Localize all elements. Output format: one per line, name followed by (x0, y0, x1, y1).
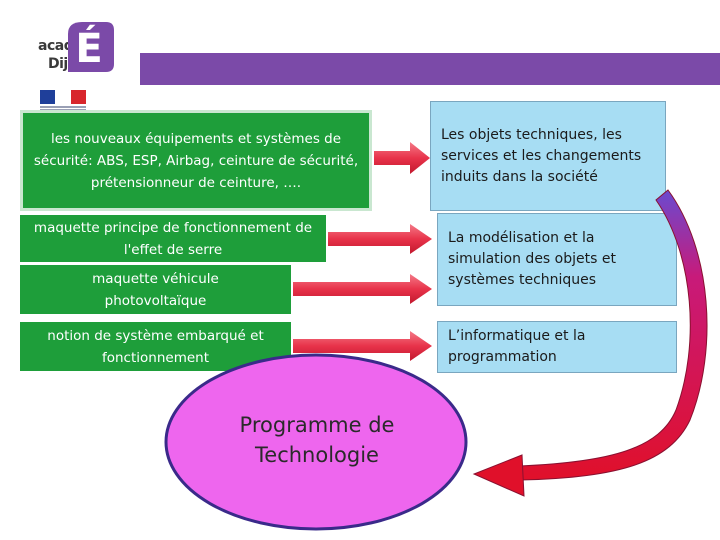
left-box-effet-de-serre-text: maquette principe de fonctionnement de l… (33, 219, 313, 258)
left-box-photovoltaique: maquette véhicule photovoltaïque (20, 265, 291, 314)
right-box-objets-techniques-text: Les objets techniques, les services et l… (441, 126, 642, 185)
left-box-systeme-embarque: notion de système embarqué et fonctionne… (20, 322, 291, 371)
left-box-securite: les nouveaux équipements et systèmes de … (20, 110, 372, 211)
right-box-objets-techniques: Les objets techniques, les services et l… (430, 101, 666, 211)
left-box-photovoltaique-text: maquette véhicule photovoltaïque (92, 270, 219, 309)
programme-ellipse (164, 353, 468, 531)
arrow-effet-de-serre (328, 224, 432, 254)
left-box-systeme-embarque-text: notion de système embarqué et fonctionne… (47, 327, 264, 366)
logo-letter: É (75, 24, 102, 72)
arrow-photovoltaique (293, 274, 432, 304)
logo-e-icon: É (68, 22, 114, 72)
right-box-informatique: L’informatique et la programmation (437, 321, 677, 373)
programme-technologie-label: Programme de Technologie (239, 413, 395, 467)
right-box-modelisation: La modélisation et la simulation des obj… (437, 213, 677, 306)
curved-return-arrow (472, 189, 708, 497)
arrow-systeme-embarque (293, 331, 432, 361)
right-box-modelisation-text: La modélisation et la simulation des obj… (448, 230, 616, 288)
right-box-informatique-text: L’informatique et la programmation (448, 328, 586, 365)
left-box-securite-text: les nouveaux équipements et systèmes de … (33, 130, 359, 191)
left-box-effet-de-serre: maquette principe de fonctionnement de l… (20, 215, 326, 262)
arrow-securite (374, 142, 430, 174)
